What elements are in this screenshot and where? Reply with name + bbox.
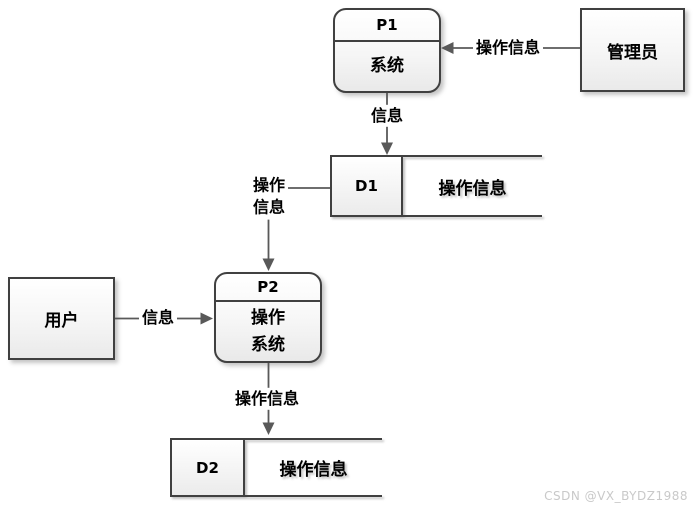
flow-label-p1-to-d1: 信息 [367,104,407,128]
store-d2-label: 操作信息 [279,460,348,480]
arrowhead-p2-to-d2 [262,422,275,435]
flow-label-d1-to-p2: 操作 信息 [249,174,289,220]
process-p2-label-line1: 操作 [251,308,285,329]
process-p1-id: P1 [335,10,439,42]
arrowhead-user-to-p2 [200,312,213,325]
flow-label-d1-to-p2-line1: 操作 [252,175,286,195]
store-d1: D1 操作信息 [330,155,542,217]
arrowhead-d1-to-p2 [262,258,275,271]
flow-label-p2-to-d2: 操作信息 [231,387,303,411]
store-d2-id: D2 [170,440,245,495]
arrowhead-admin-to-p1 [441,42,454,54]
process-p1-label: 系统 [370,56,404,77]
process-p2-label-line2: 系统 [251,334,285,355]
store-d1-label: 操作信息 [438,178,507,199]
entity-user: 用户 [8,277,115,360]
entity-admin: 管理员 [580,8,685,92]
entity-user-label: 用户 [44,311,79,331]
flow-label-d1-to-p2-line2: 信息 [252,198,286,217]
process-p2: P2 操作 系统 [214,272,322,363]
store-d1-id: D1 [330,157,403,215]
watermark-text: CSDN @VX_BYDZ1988 [544,489,688,503]
process-p1: P1 系统 [333,8,441,93]
arrowhead-p1-to-d1 [381,142,393,155]
store-d2: D2 操作信息 [170,438,382,497]
flow-label-user-to-p2: 信息 [138,306,178,330]
process-p2-id: P2 [216,274,320,302]
entity-admin-label: 管理员 [607,42,658,63]
process-p2-label: 操作 系统 [216,302,320,361]
flow-label-admin-to-p1: 操作信息 [472,36,544,60]
